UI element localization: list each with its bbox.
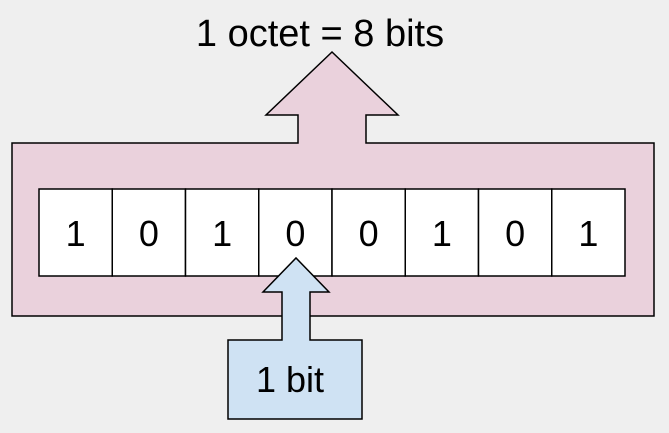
bit-value: 0 xyxy=(359,213,379,254)
bit-cells: 1 0 1 0 0 1 0 1 xyxy=(38,188,626,277)
bit-value: 1 xyxy=(578,213,598,254)
octet-title: 1 octet = 8 bits xyxy=(196,13,444,55)
bit-pointer-arrow xyxy=(227,256,363,420)
bit-cell: 1 xyxy=(184,188,260,277)
bit-value: 0 xyxy=(285,213,305,254)
bit-cell: 0 xyxy=(111,188,187,277)
bit-cell: 1 xyxy=(38,188,113,277)
bit-value: 1 xyxy=(432,213,452,254)
bit-cell-box xyxy=(38,188,113,277)
bit-cell: 0 xyxy=(331,188,406,277)
bit-value: 0 xyxy=(505,213,525,254)
bit-label: 1 bit xyxy=(256,359,324,400)
bit-cell: 0 xyxy=(477,188,553,277)
bit-cell-box xyxy=(111,188,187,277)
bit-value: 1 xyxy=(66,213,86,254)
bit-cell: 1 xyxy=(404,188,480,277)
bit-cell-box xyxy=(477,188,553,277)
bit-value: 0 xyxy=(139,213,159,254)
bit-cell: 1 xyxy=(551,188,626,277)
bit-cell-box xyxy=(184,188,260,277)
bit-cell-box xyxy=(551,188,626,277)
bit-value: 1 xyxy=(212,213,232,254)
